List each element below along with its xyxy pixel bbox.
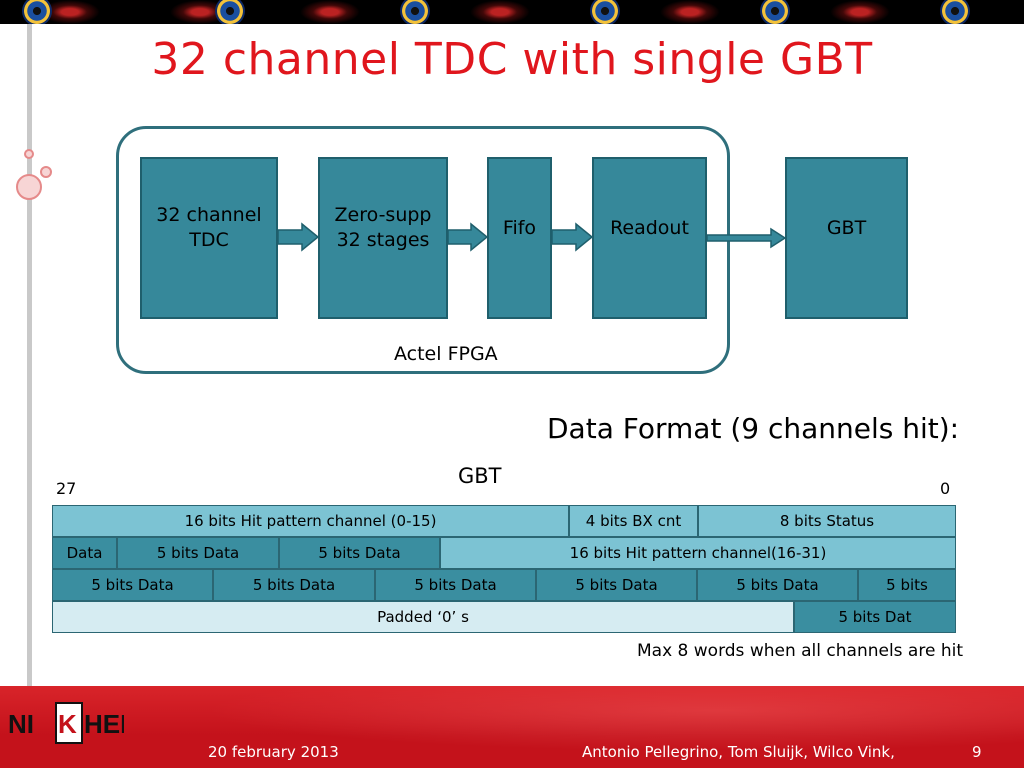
decorative-bubble — [16, 174, 42, 200]
data-cell: 5 bits Data — [117, 537, 279, 569]
nikhef-logo: NI K HEF — [8, 702, 124, 744]
data-cell: 5 bits Data — [279, 537, 440, 569]
hit-pattern-low-cell: 16 bits Hit pattern channel (0-15) — [52, 505, 569, 537]
svg-text:HEF: HEF — [84, 709, 124, 739]
footer-date: 20 february 2013 — [208, 743, 339, 761]
gbt-word-row: Padded ‘0’ s 5 bits Dat — [52, 601, 956, 633]
gbt-word-row: 16 bits Hit pattern channel (0-15) 4 bit… — [52, 505, 956, 537]
data-cell: 5 bits Dat — [794, 601, 956, 633]
svg-text:K: K — [58, 709, 77, 739]
gbt-block-label: GBT — [826, 216, 867, 239]
max-words-note: Max 8 words when all channels are hit — [637, 641, 963, 661]
footer-texture — [0, 686, 1024, 768]
data-cell: 5 bits Data — [536, 569, 697, 601]
data-format-title: Data Format (9 channels hit): — [547, 412, 960, 445]
gbt-word-row: Data 5 bits Data 5 bits Data 16 bits Hit… — [52, 537, 956, 569]
tdc-block-label: 32 channel TDC — [156, 204, 262, 251]
decorative-spark — [300, 0, 360, 24]
footer-band — [0, 686, 1024, 768]
padding-cell: Padded ‘0’ s — [52, 601, 794, 633]
readout-block-label: Readout — [610, 216, 689, 239]
data-cell: 5 bits Data — [213, 569, 375, 601]
hit-pattern-high-cell: 16 bits Hit pattern channel(16-31) — [440, 537, 956, 569]
header-banner — [0, 0, 1024, 24]
zero-supp-block: Zero-supp 32 stages — [318, 157, 448, 319]
status-cell: 8 bits Status — [698, 505, 956, 537]
page-number: 9 — [972, 743, 982, 761]
detector-image-icon — [22, 0, 52, 24]
arrow-zerosupp-to-fifo — [447, 222, 489, 252]
slide-title: 32 channel TDC with single GBT — [151, 34, 873, 85]
footer-authors: Antonio Pellegrino, Tom Sluijk, Wilco Vi… — [582, 743, 895, 761]
gbt-word-row: 5 bits Data 5 bits Data 5 bits Data 5 bi… — [52, 569, 956, 601]
msb-bit-number: 27 — [56, 479, 77, 498]
data-cell: 5 bits Data — [375, 569, 536, 601]
decorative-spark — [470, 0, 530, 24]
gbt-block: GBT — [785, 157, 908, 319]
gbt-frame-label: GBT — [458, 464, 502, 488]
readout-block: Readout — [592, 157, 707, 319]
detector-image-icon — [760, 0, 790, 24]
bx-count-cell: 4 bits BX cnt — [569, 505, 698, 537]
svg-text:NI: NI — [8, 709, 34, 739]
decorative-spark — [660, 0, 720, 24]
decorative-spark — [830, 0, 890, 24]
arrow-tdc-to-zerosupp — [277, 222, 320, 252]
fifo-block-label: Fifo — [502, 216, 537, 239]
decorative-bubble — [24, 149, 34, 159]
fpga-container — [116, 126, 730, 374]
left-rule — [27, 24, 32, 686]
arrow-fifo-to-readout — [551, 222, 594, 252]
detector-image-icon — [400, 0, 430, 24]
zero-supp-block-label: Zero-supp 32 stages — [334, 204, 432, 251]
data-cell: Data — [52, 537, 117, 569]
lsb-bit-number: 0 — [940, 479, 951, 498]
data-cell: 5 bits — [858, 569, 956, 601]
detector-image-icon — [215, 0, 245, 24]
decorative-bubble — [40, 166, 52, 178]
data-cell: 5 bits Data — [52, 569, 213, 601]
fpga-label: Actel FPGA — [394, 343, 498, 365]
arrow-readout-to-gbt — [706, 227, 787, 249]
tdc-block: 32 channel TDC — [140, 157, 278, 319]
detector-image-icon — [940, 0, 970, 24]
fifo-block: Fifo — [487, 157, 552, 319]
detector-image-icon — [590, 0, 620, 24]
data-cell: 5 bits Data — [697, 569, 858, 601]
